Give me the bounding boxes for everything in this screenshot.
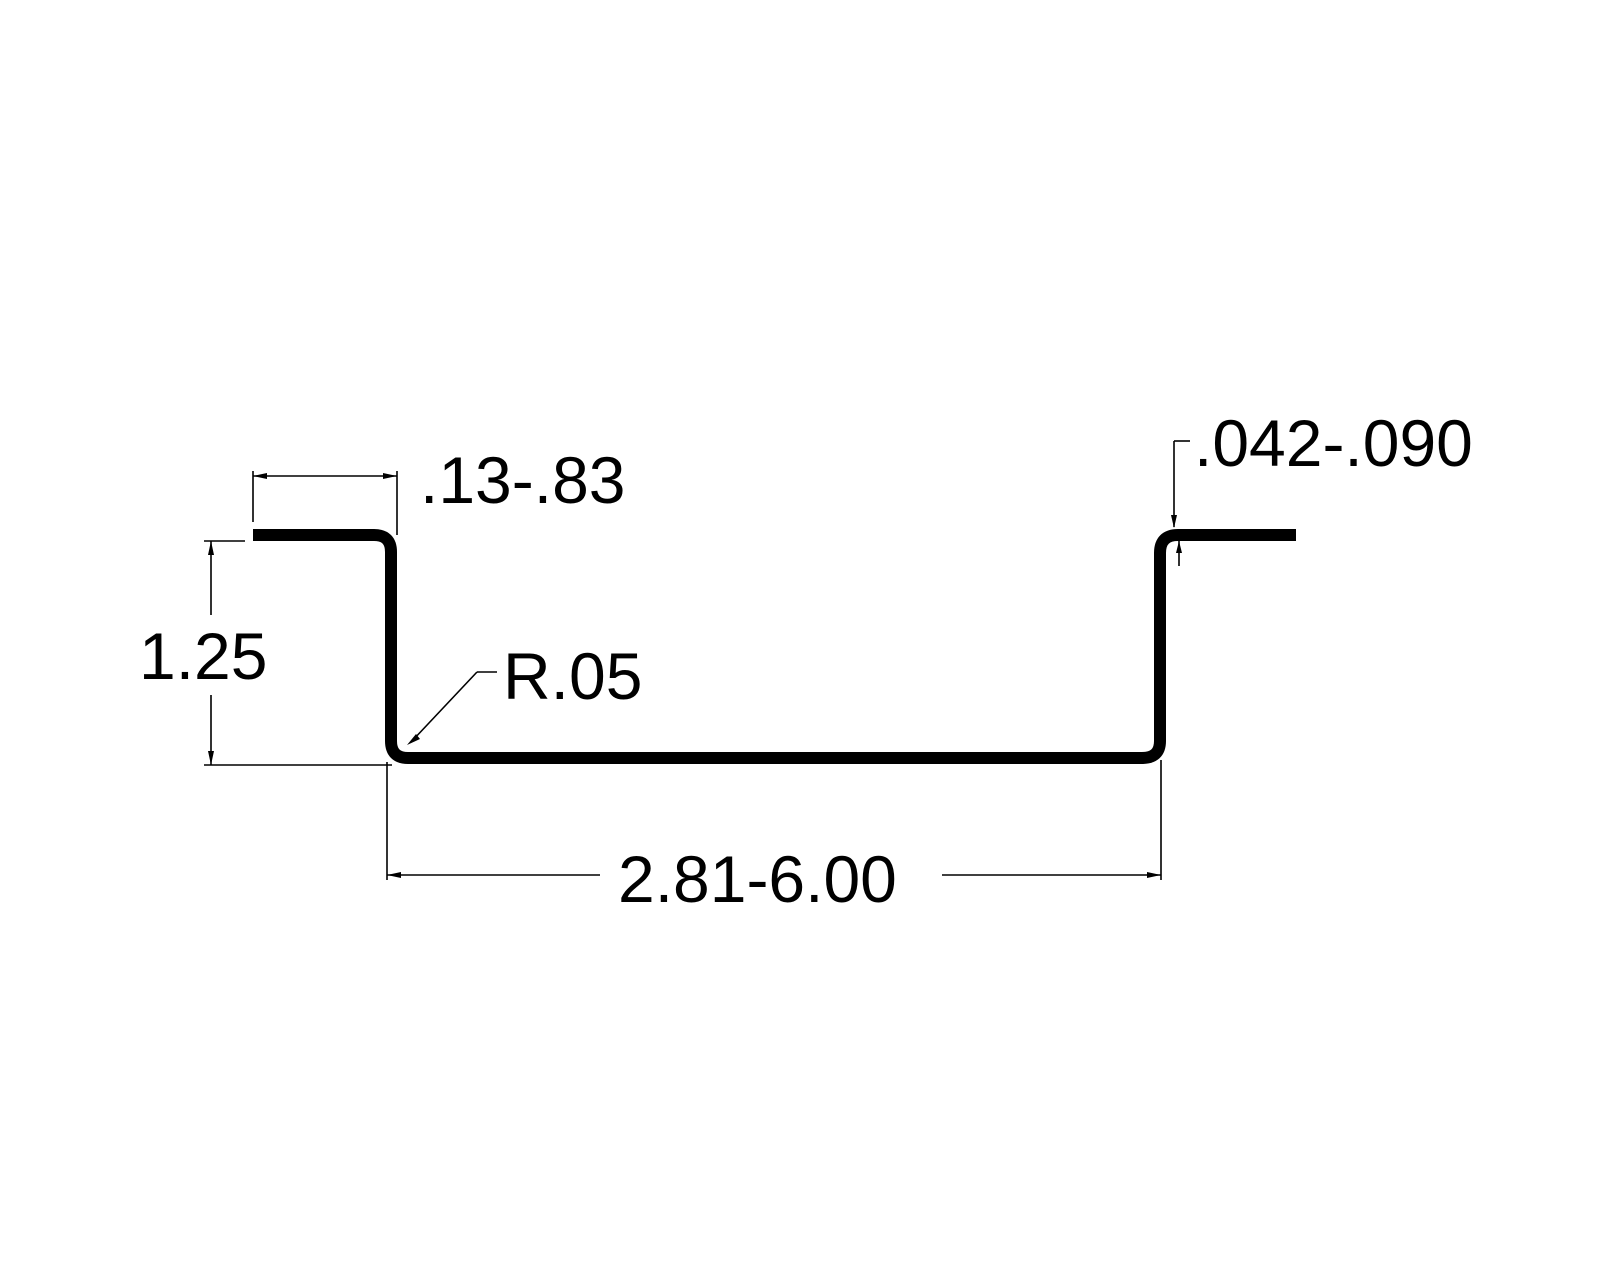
bottom-width-dimension: 2.81-6.00	[386, 760, 1162, 916]
channel-profile-outline	[253, 529, 1296, 764]
bend-radius-label: R.05	[503, 639, 642, 713]
bend-radius-callout: R.05	[407, 639, 642, 745]
depth-dimension: 1.25	[139, 540, 392, 766]
thickness-label: .042-.090	[1194, 406, 1473, 480]
bottom-width-label: 2.81-6.00	[618, 842, 897, 916]
thickness-arrow-bottom	[1176, 541, 1182, 553]
depth-arrow-top	[208, 541, 214, 555]
bottom-arrow-right	[1147, 872, 1161, 878]
radius-leader-arrow	[407, 734, 420, 745]
flange-width-label: .13-.83	[420, 443, 625, 517]
thickness-arrow-top	[1171, 515, 1177, 528]
flange-arrow-left	[253, 473, 267, 479]
flange-width-dimension: .13-.83	[252, 443, 625, 535]
depth-arrow-bottom	[208, 751, 214, 765]
flange-arrow-right	[383, 473, 397, 479]
radius-leader-diagonal	[411, 671, 478, 742]
depth-label: 1.25	[139, 619, 267, 693]
thickness-dimension: .042-.090	[1171, 406, 1473, 566]
bottom-arrow-left	[387, 872, 401, 878]
